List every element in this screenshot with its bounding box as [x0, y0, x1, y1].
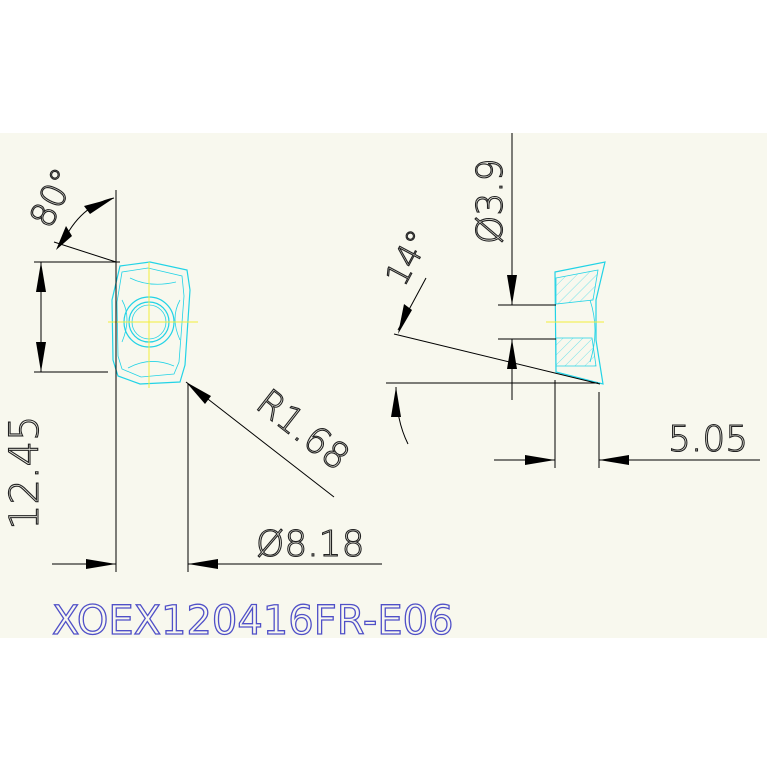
dimension-length-12-45: 12.45	[1, 261, 120, 531]
width-dia-label: Ø8.18	[256, 524, 365, 565]
edge-facet-right	[174, 299, 181, 341]
edge-facet-left	[121, 299, 128, 343]
dimension-thickness: 5.05	[494, 380, 760, 468]
insert-side-section	[546, 261, 606, 385]
section-hatch-lower	[555, 337, 597, 367]
section-hatch-upper	[555, 269, 599, 305]
insert-outline	[111, 261, 191, 385]
insert-front-view	[108, 261, 198, 388]
section-outline	[554, 261, 606, 385]
drawing-background	[0, 133, 767, 638]
dimension-width-dia: Ø8.18	[52, 370, 382, 572]
section-rake-face	[589, 299, 596, 363]
hole-dia-label: Ø3.9	[470, 158, 511, 244]
chip-breaker-contour	[116, 267, 185, 378]
edge-facet-bottom	[127, 361, 175, 369]
length-12-45-label: 12.45	[2, 415, 48, 530]
thickness-label: 5.05	[668, 419, 748, 460]
edge-facet-top	[129, 277, 177, 285]
part-number: XOEX120416FR-E06	[52, 598, 453, 644]
dimension-hole-dia: Ø3.9	[469, 133, 556, 400]
dimension-angle-80: 80°	[22, 162, 117, 370]
